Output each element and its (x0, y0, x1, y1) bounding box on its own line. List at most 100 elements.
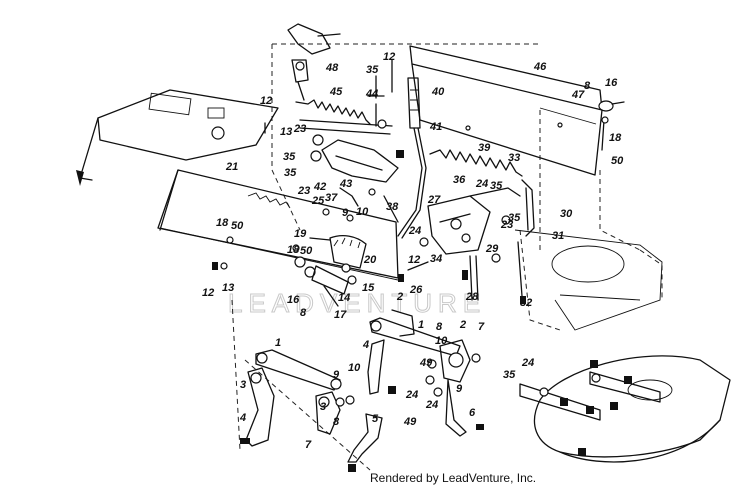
callout-label: 25 (311, 195, 325, 207)
credit-text: Rendered by LeadVenture, Inc. (370, 471, 536, 485)
adjuster-links (294, 256, 357, 307)
callout-label: 21 (225, 161, 238, 173)
callout-label: 15 (362, 282, 375, 294)
callout-label: 13 (222, 282, 234, 294)
callout-label: 10 (356, 206, 369, 218)
callout-label: 49 (419, 357, 433, 369)
callout-label: 44 (365, 88, 378, 100)
callout-label: 5 (372, 413, 379, 425)
callout-label: 1 (275, 337, 281, 349)
side-panel-46 (409, 45, 603, 176)
arm-5 (347, 413, 383, 472)
callout-label: 50 (300, 245, 313, 257)
arm-right-4 (367, 339, 396, 395)
callout-label: 35 (283, 151, 296, 163)
callout-label: 9 (333, 369, 340, 381)
callout-label: 10 (435, 335, 448, 347)
callout-label: 12 (408, 254, 420, 266)
callout-labels: 12 35 48 46 8 16 47 12 45 44 40 13 23 41… (202, 51, 624, 451)
pedal-bracket (427, 187, 521, 255)
callout-label: 17 (334, 309, 347, 321)
rod-28 (469, 255, 479, 301)
callout-label: 8 (436, 321, 443, 333)
callout-label: 2 (459, 319, 466, 331)
callout-label: 7 (305, 439, 312, 451)
bolt-markers (212, 150, 526, 304)
rod-30 (517, 179, 535, 297)
callout-label: 18 (609, 132, 622, 144)
bracket-linkage (310, 134, 399, 207)
callout-label: 34 (430, 253, 442, 265)
callout-label: 35 (490, 180, 503, 192)
callout-label: 8 (333, 416, 340, 428)
callout-label: 9 (342, 207, 349, 219)
callout-label: 1 (418, 319, 424, 331)
callout-label: 8 (584, 80, 591, 92)
shaft-44 (299, 95, 393, 135)
callout-label: 50 (231, 220, 244, 232)
callout-label: 46 (533, 61, 547, 73)
callout-label: 43 (339, 178, 352, 190)
callout-label: 33 (508, 152, 520, 164)
callout-label: 4 (239, 412, 246, 424)
panel-21 (157, 169, 399, 281)
callout-label: 41 (429, 121, 442, 133)
deck-plate (76, 89, 279, 186)
frame-body (514, 229, 663, 331)
callout-label: 10 (348, 362, 361, 374)
callout-label: 9 (456, 383, 463, 395)
callout-label: 29 (485, 243, 499, 255)
callout-label: 18 (216, 217, 229, 229)
lever-40 (397, 77, 427, 239)
watermark-text: LEADVENTURE (228, 288, 486, 318)
pivot-plate-2 (439, 339, 484, 437)
callout-label: 4 (362, 339, 369, 351)
callout-label: 35 (284, 167, 297, 179)
throttle-assembly-48 (287, 23, 341, 101)
callout-label: 50 (611, 155, 624, 167)
callout-label: 20 (363, 254, 377, 266)
callout-label: 30 (560, 208, 573, 220)
callout-label: 12 (383, 51, 395, 63)
sector-gear (329, 234, 367, 273)
callout-label: 23 (293, 123, 306, 135)
callout-label: 8 (300, 307, 307, 319)
callout-label: 13 (280, 126, 292, 138)
callout-label: 16 (287, 294, 300, 306)
callout-label: 31 (552, 230, 564, 242)
callout-label: 35 (503, 369, 516, 381)
callout-label: 27 (427, 194, 441, 206)
bolt-group-16 (598, 100, 625, 151)
lift-lever-left (255, 349, 342, 391)
callout-label: 47 (571, 89, 585, 101)
callout-label: 42 (313, 181, 326, 193)
callout-label: 16 (605, 77, 618, 89)
hardware-washers (220, 59, 511, 397)
callout-label: 32 (520, 297, 532, 309)
callout-label: 24 (521, 357, 534, 369)
arm-left (240, 367, 275, 447)
callout-label: 23 (297, 185, 310, 197)
callout-label: 14 (338, 292, 350, 304)
callout-label: 35 (366, 64, 379, 76)
callout-label: 45 (329, 86, 343, 98)
callout-label: 24 (475, 178, 488, 190)
spring-39 (429, 149, 523, 177)
callout-label: 7 (478, 321, 485, 333)
callout-label: 35 (508, 212, 521, 224)
callout-label: 36 (453, 174, 466, 186)
callout-label: 48 (325, 62, 339, 74)
callout-label: 3 (320, 401, 326, 413)
callout-label: 40 (431, 86, 445, 98)
callout-label: 37 (325, 192, 338, 204)
mower-deck (519, 355, 731, 463)
callout-label: 24 (425, 399, 438, 411)
callout-label: 28 (465, 291, 479, 303)
callout-label: 2 (396, 291, 403, 303)
callout-label: 24 (405, 389, 418, 401)
callout-label: 49 (403, 416, 417, 428)
callout-label: 6 (469, 407, 476, 419)
callout-label: 24 (408, 225, 421, 237)
callout-label: 18 (287, 244, 300, 256)
